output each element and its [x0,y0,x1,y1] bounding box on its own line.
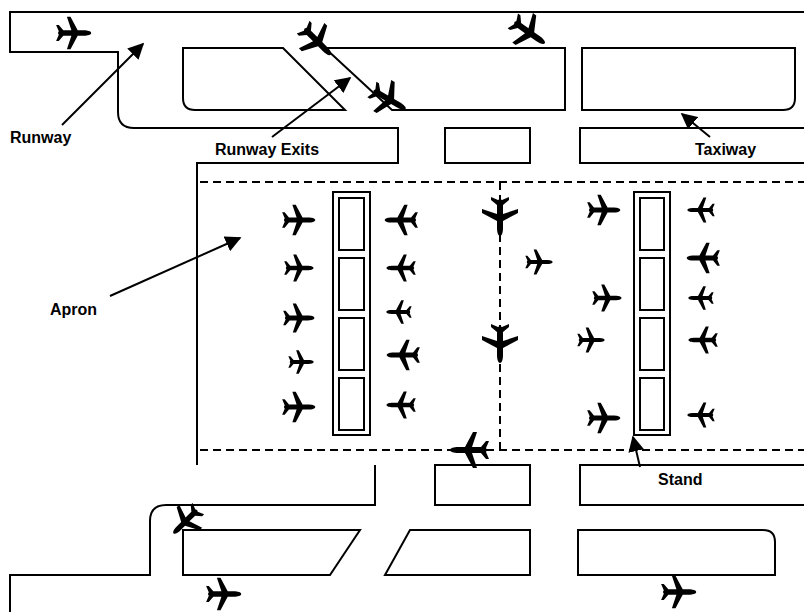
runway-taxiway-edge [10,465,375,612]
leader-line [110,238,240,296]
grass-island [582,48,795,110]
grass-island [435,465,530,505]
leader-line [272,78,350,137]
runway-exits-label: Runway Exits [215,140,319,159]
taxiway-label: Taxiway [695,140,756,159]
grass-island [445,128,530,163]
leader-line [62,44,143,125]
apron-boundary [200,182,804,450]
grass-island [183,530,360,575]
grass-island [580,128,804,163]
grass-island [325,48,565,110]
leader-line [633,437,640,467]
grass-island [580,465,804,505]
leader-arrows [62,44,710,467]
grass-island [385,530,530,575]
terminal-pier [333,192,670,435]
pavement-outline [10,12,804,612]
apron-label: Apron [50,300,97,319]
aircraft [56,6,720,610]
leader-line [682,114,710,137]
stand-label: Stand [658,470,702,489]
runway-taxiway-edge [10,12,804,465]
runway-label: Runway [10,128,71,147]
grass-island [578,530,775,575]
